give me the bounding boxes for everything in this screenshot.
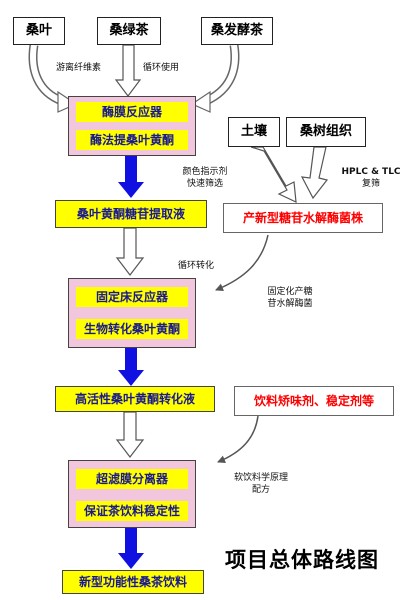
note-principle-line2: 配方 — [251, 485, 270, 495]
beverage-additives: 饮料矫味剂、稳定剂等 — [234, 386, 394, 416]
new-functional-mulberry-tea-beverage: 新型功能性桑茶饮料 — [62, 570, 204, 594]
extract-label: 桑叶黄酮糖苷提取液 — [76, 207, 185, 221]
note-recycle-use: 循环使用 — [143, 62, 179, 74]
note-principle-line1: 软饮料学原理 — [233, 473, 288, 483]
source-mulberry-tissue-label: 桑树组织 — [299, 124, 352, 139]
note-hplc-line2: 复筛 — [361, 179, 380, 189]
note-color-screen-line1: 颜色指示剂 — [182, 167, 228, 177]
reactor3-title: 超滤膜分离器 — [76, 469, 188, 489]
fixed-bed-reactor: 固定床反应器 生物转化桑叶黄酮 — [68, 278, 196, 348]
source-mulberry-leaf-label: 桑叶 — [25, 23, 52, 38]
note-immobilized: 固定化产糖 苷水解酶菌 — [258, 286, 322, 310]
source-fermented-tea: 桑发酵茶 — [201, 17, 273, 45]
curved-arrow-fermented-tea-fill — [204, 44, 238, 104]
note-recycle-conversion: 循环转化 — [178, 260, 214, 272]
product-label: 新型功能性桑茶饮料 — [78, 575, 187, 589]
note-cellulase: 游离纤维素 — [56, 62, 101, 74]
additives-label: 饮料矫味剂、稳定剂等 — [253, 394, 374, 408]
note-color-screen: 颜色指示剂 快速筛选 — [174, 166, 236, 190]
hollow-arrow-extract-down — [115, 227, 145, 276]
ultrafiltration-separator: 超滤膜分离器 保证茶饮料稳定性 — [68, 460, 196, 528]
high-activity-converted-liquid: 高活性桑叶黄酮转化液 — [55, 386, 215, 412]
strain-label: 产新型糖苷水解酶菌株 — [242, 211, 363, 225]
reactor1-subtitle: 酶法提桑叶黄酮 — [76, 130, 188, 150]
source-soil: 土壤 — [228, 117, 280, 147]
source-soil-label: 土壤 — [240, 124, 267, 139]
hollow-arrow-tissue — [300, 146, 329, 200]
source-fermented-tea-label: 桑发酵茶 — [210, 23, 263, 38]
reactor2-subtitle: 生物转化桑叶黄酮 — [76, 319, 188, 339]
source-green-tea-label: 桑绿茶 — [109, 23, 149, 38]
blue-arrow-2 — [118, 347, 144, 386]
blue-arrow-3 — [118, 527, 144, 569]
enzyme-membrane-reactor: 酶膜反应器 酶法提桑叶黄酮 — [68, 96, 196, 156]
source-mulberry-tissue: 桑树组织 — [286, 117, 366, 147]
reactor1-title: 酶膜反应器 — [76, 102, 188, 122]
curved-arrow-fermented-tea-head — [190, 90, 211, 113]
thin-arrow-strain-to-reactor2 — [215, 234, 269, 292]
curved-arrow-mulberry-leaf-fill — [30, 44, 64, 104]
note-recycle-conversion-text: 循环转化 — [178, 261, 215, 271]
converted-label: 高活性桑叶黄酮转化液 — [74, 392, 195, 406]
note-cellulase-text: 游离纤维素 — [56, 63, 102, 73]
note-immobilized-line1: 固定化产糖 — [267, 287, 313, 297]
note-recycle-use-text: 循环使用 — [143, 63, 180, 73]
hollow-arrow-converted-down — [115, 411, 145, 458]
thin-arrow-additives-to-reactor3 — [217, 415, 259, 463]
hollow-arrow-green-tea — [114, 44, 142, 97]
blue-arrow-1 — [118, 155, 144, 198]
curved-arrow-mulberry-leaf-head — [57, 90, 78, 113]
note-hplc: HPLC & TLC 复筛 — [336, 166, 406, 190]
source-green-tea: 桑绿茶 — [97, 17, 161, 45]
note-color-screen-line2: 快速筛选 — [186, 179, 223, 189]
note-soft-drink-principle: 软饮料学原理 配方 — [222, 472, 300, 496]
flavonoid-glycoside-extract: 桑叶黄酮糖苷提取液 — [55, 200, 207, 228]
reactor3-subtitle: 保证茶饮料稳定性 — [76, 501, 188, 521]
reactor2-title: 固定床反应器 — [76, 287, 188, 307]
glycosidase-strain: 产新型糖苷水解酶菌株 — [223, 203, 383, 233]
note-hplc-line1: HPLC & TLC — [341, 167, 401, 177]
diagram-title: 项目总体路线图 — [225, 547, 379, 572]
hollow-arrow-soil — [250, 146, 297, 203]
source-mulberry-leaf: 桑叶 — [13, 17, 65, 45]
note-immobilized-line2: 苷水解酶菌 — [267, 299, 313, 309]
